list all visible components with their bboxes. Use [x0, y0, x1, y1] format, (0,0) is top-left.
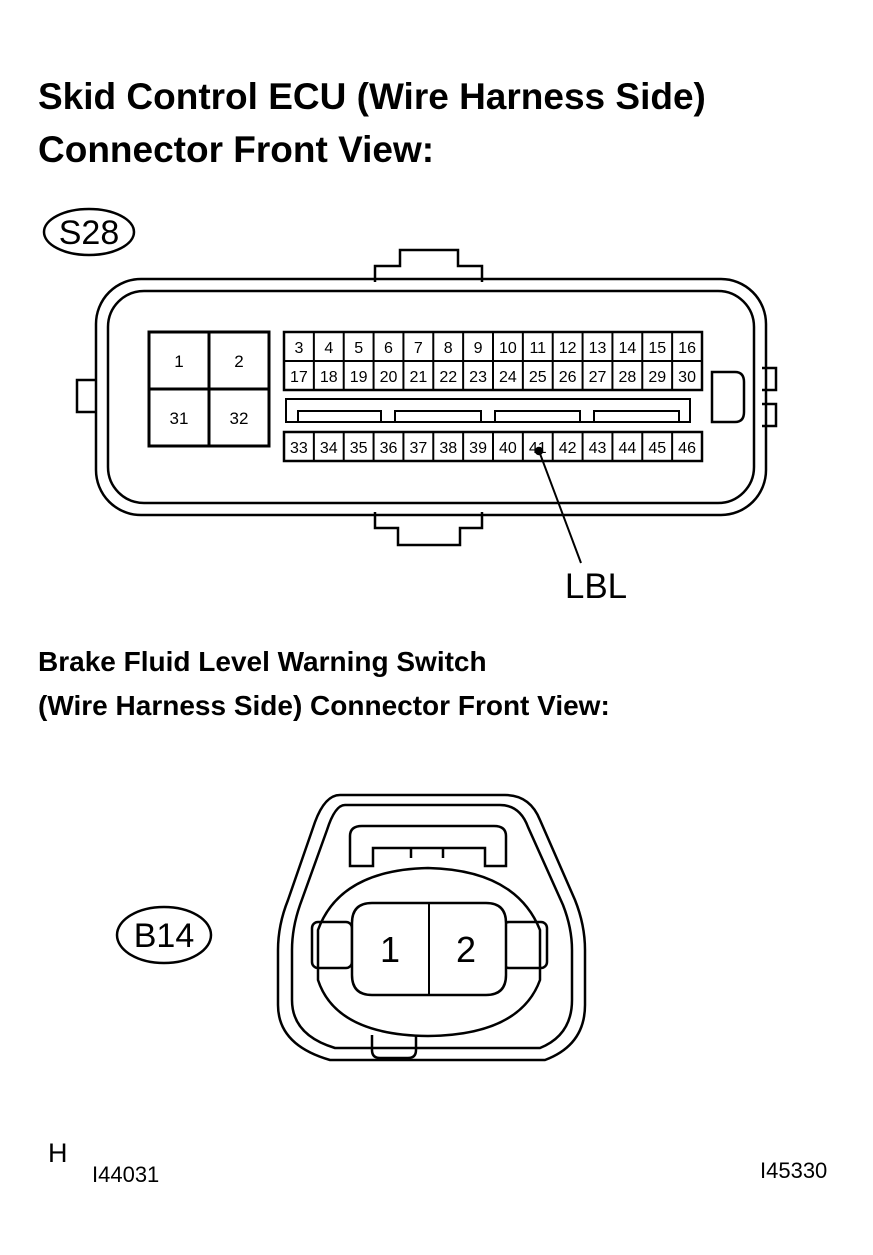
pin-13: 13 [589, 340, 607, 357]
switch-shell-outer [276, 793, 587, 1062]
pin-5: 5 [354, 340, 363, 357]
ecu-housing-inner [106, 289, 756, 505]
right-latch-upper [762, 366, 778, 392]
pin-35: 35 [350, 440, 368, 457]
ecu-connector [42, 207, 778, 564]
callout-label: LBL [565, 567, 627, 606]
big-pin-1: 1 [174, 352, 183, 371]
pin-23: 23 [469, 369, 487, 386]
ecu-title-line1: Skid Control ECU (Wire Harness Side) [38, 76, 706, 117]
cavity [316, 866, 542, 1038]
pin-26: 26 [559, 369, 577, 386]
pin-15: 15 [648, 340, 666, 357]
pin-6: 6 [384, 340, 393, 357]
pin-3: 3 [294, 340, 303, 357]
pin-19: 19 [350, 369, 368, 386]
right-latch-lower [762, 402, 778, 428]
pin-9: 9 [474, 340, 483, 357]
ecu-housing-outer [94, 277, 768, 517]
ecu-code-label: S28 [59, 214, 120, 252]
pin-14: 14 [618, 340, 636, 357]
pin-37: 37 [409, 440, 427, 457]
ecu-title-line2: Connector Front View: [38, 129, 435, 170]
right-lock [710, 370, 746, 424]
left-latch [75, 378, 96, 414]
pin-12: 12 [559, 340, 577, 357]
pin-40: 40 [499, 440, 517, 457]
footer-right-code: I45330 [760, 1158, 828, 1183]
pin-41: 41 [529, 440, 547, 457]
switch-title-line2: (Wire Harness Side) Connector Front View… [38, 690, 610, 721]
switch-pin-2: 2 [456, 929, 476, 970]
pin-21: 21 [409, 369, 427, 386]
pin-16: 16 [678, 340, 696, 357]
top-tab [373, 248, 484, 282]
pin-27: 27 [589, 369, 607, 386]
key-strip [285, 398, 691, 423]
pin-4: 4 [324, 340, 333, 357]
switch-connector-title: Brake Fluid Level Warning Switch (Wire H… [38, 640, 610, 728]
pin-44: 44 [618, 440, 636, 457]
switch-connector [115, 793, 587, 1062]
pin-22: 22 [439, 369, 457, 386]
big-pin-31: 31 [170, 409, 189, 428]
switch-code-label: B14 [134, 917, 195, 955]
pin-10: 10 [499, 340, 517, 357]
pin-30: 30 [678, 369, 696, 386]
big-pin-2: 2 [234, 352, 243, 371]
pin-24: 24 [499, 369, 517, 386]
footer-left-code: I44031 [92, 1162, 160, 1187]
footer-letter: H [48, 1138, 68, 1168]
switch-shell-inner [290, 803, 574, 1050]
callout-line [538, 450, 582, 564]
pin-33: 33 [290, 440, 308, 457]
pin-7: 7 [414, 340, 423, 357]
pin-18: 18 [320, 369, 338, 386]
pin-45: 45 [648, 440, 666, 457]
big-pin-labels: 1 2 31 32 [170, 352, 249, 428]
big-pin-32: 32 [230, 409, 249, 428]
pin-11: 11 [529, 340, 546, 357]
pin-25: 25 [529, 369, 547, 386]
switch-code-oval [115, 905, 213, 965]
pin-20: 20 [380, 369, 398, 386]
ecu-connector-title: Skid Control ECU (Wire Harness Side) Con… [38, 70, 706, 176]
pin-17: 17 [290, 369, 308, 386]
ecu-code-oval [42, 207, 136, 257]
pin-42: 42 [559, 440, 577, 457]
pin-38: 38 [439, 440, 457, 457]
pin-43: 43 [589, 440, 607, 457]
pin-29: 29 [648, 369, 666, 386]
pin-39: 39 [469, 440, 487, 457]
pin-46: 46 [678, 440, 696, 457]
pin-34: 34 [320, 440, 338, 457]
bottom-tab [373, 512, 484, 547]
switch-title-line1: Brake Fluid Level Warning Switch [38, 646, 487, 677]
lock-arm [348, 824, 508, 868]
pin-8: 8 [444, 340, 453, 357]
pin-36: 36 [380, 440, 398, 457]
switch-pin-1: 1 [380, 929, 400, 970]
bottom-notch [370, 1035, 418, 1060]
pin-28: 28 [618, 369, 636, 386]
